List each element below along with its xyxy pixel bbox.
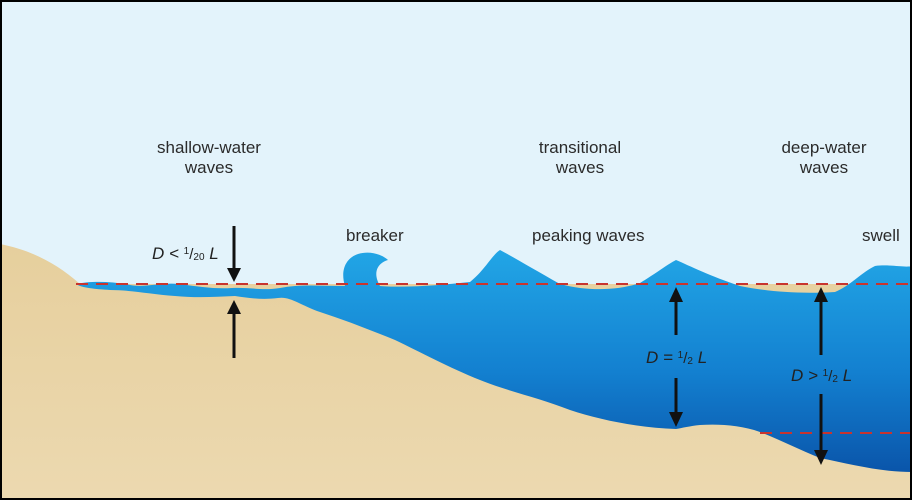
shallow-eq-num: 1 [183,246,190,257]
shallow-depth-equation: D < 1/20 L [152,242,219,268]
deep-eq-num: 1 [822,368,829,379]
transitional-eq-num: 1 [677,350,684,361]
transitional-eq-var: L [697,348,708,367]
transitional-eq-fraction: 1/2 [677,350,693,367]
breaker-label: breaker [346,226,404,245]
transitional-label-line1: transitional [538,138,622,157]
transitional-eq-den: 2 [687,356,693,367]
deep-water-label-line2: waves [799,158,849,177]
transitional-eq-lhs: D = [646,348,673,367]
deep-water-label: deep-water waves [770,138,878,178]
shallow-eq-var: L [209,244,219,263]
transitional-depth-equation: D = 1/2 L [646,346,707,372]
shallow-eq-lhs: D < [152,244,179,263]
transitional-label: transitional waves [525,138,635,178]
shallow-water-label-line1: shallow-water [157,138,261,157]
deep-depth-equation: D > 1/2 L [791,364,852,390]
deep-eq-den: 2 [832,374,838,385]
shallow-water-label: shallow-water waves [150,138,268,178]
peaking-waves-label: peaking waves [532,226,645,245]
shallow-eq-den: 20 [193,252,205,263]
transitional-label-line2: waves [555,158,605,177]
shallow-eq-fraction: 1/20 [183,246,205,263]
water-body [76,250,912,472]
deep-eq-lhs: D > [791,366,818,385]
transitional-arrows [669,287,683,427]
deep-water-label-line1: deep-water [781,138,867,157]
swell-label: swell [862,226,900,245]
deep-eq-fraction: 1/2 [822,368,838,385]
shallow-water-label-line2: waves [184,158,234,177]
deep-arrows [814,287,828,465]
shallow-arrows [227,226,241,358]
deep-eq-var: L [842,366,853,385]
